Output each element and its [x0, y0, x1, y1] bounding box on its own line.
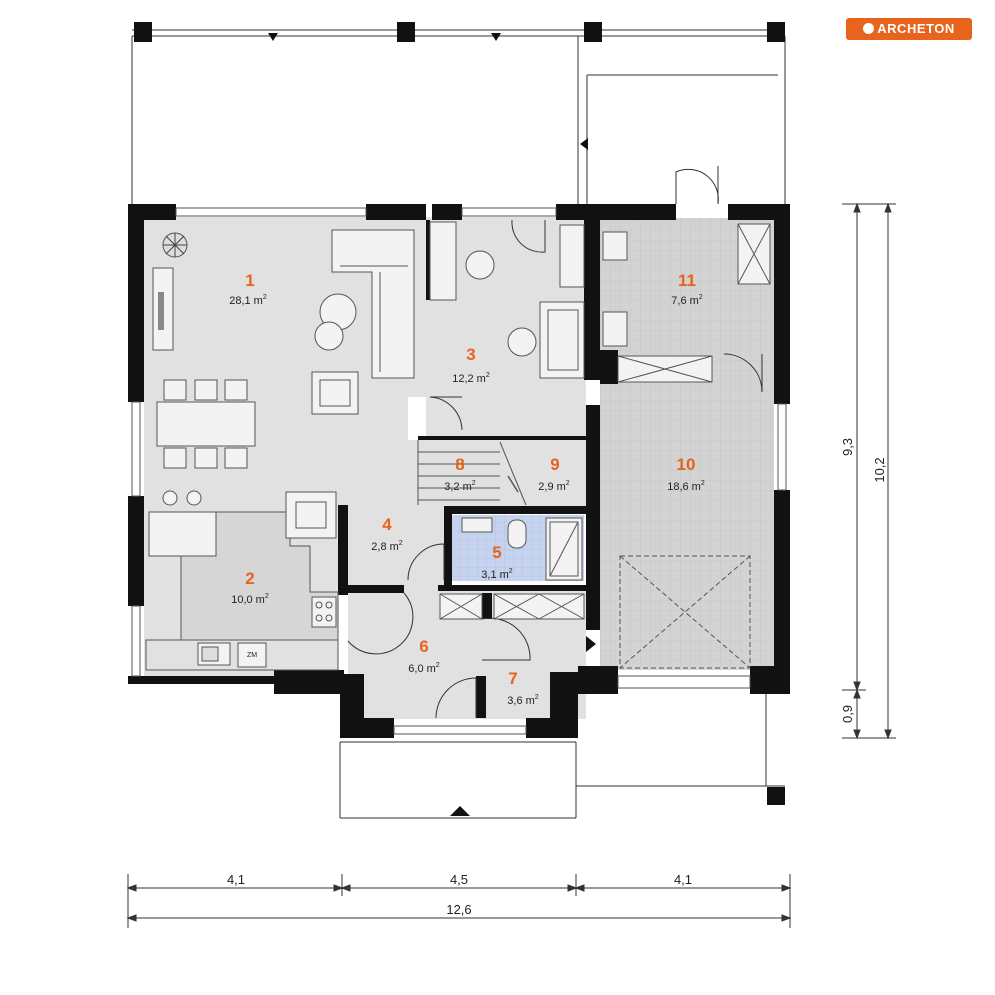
svg-text:10,0 m2: 10,0 m2: [231, 593, 269, 606]
room-2-area-sup: 2: [265, 593, 269, 600]
room-5-area-sup: 2: [509, 568, 513, 575]
windows: [131, 207, 787, 735]
room-6-area: 6,0 m: [408, 663, 436, 675]
dimension-labels: 4,1 4,5 4,1 12,6 9,3 10,2 0,9: [227, 438, 887, 917]
room-8-number: 8: [455, 455, 464, 474]
svg-text:6,0 m2: 6,0 m2: [408, 662, 440, 675]
terrace-pergola: [131, 22, 786, 204]
svg-text:7,6 m2: 7,6 m2: [671, 294, 703, 307]
room-2-area: 10,0 m: [231, 594, 265, 606]
room-8-area-sup: 2: [472, 480, 476, 487]
room-8-area: 3,2 m: [444, 481, 472, 493]
dim-bottom-total: 12,6: [446, 902, 471, 917]
dim-bottom-left: 4,1: [227, 872, 245, 887]
room-1-area-sup: 2: [263, 294, 267, 301]
dim-right-outer: 10,2: [872, 457, 887, 482]
room-6-number: 6: [419, 637, 428, 656]
room-1-number: 1: [245, 271, 254, 290]
room-7-area-sup: 2: [535, 694, 539, 701]
svg-text:12,2 m2: 12,2 m2: [452, 372, 490, 385]
room-7-number: 7: [508, 669, 517, 688]
svg-text:3,6 m2: 3,6 m2: [507, 694, 539, 707]
room-9-number: 9: [550, 455, 559, 474]
room-3-area: 12,2 m: [452, 373, 486, 385]
room-6-area-sup: 2: [436, 662, 440, 669]
walls: [128, 204, 790, 738]
room-1-area: 28,1 m: [229, 295, 263, 307]
room-4-area: 2,8 m: [371, 541, 399, 553]
dim-right-small: 0,9: [840, 705, 855, 723]
svg-text:18,6 m2: 18,6 m2: [667, 480, 705, 493]
room-9-area-sup: 2: [566, 480, 570, 487]
room-11-area: 7,6 m: [671, 295, 699, 307]
room-4-area-sup: 2: [399, 540, 403, 547]
room-3-number: 3: [466, 345, 475, 364]
furniture: [145, 221, 771, 671]
dim-right-inner: 9,3: [840, 438, 855, 456]
room-7-area: 3,6 m: [507, 695, 535, 707]
room-10-area: 18,6 m: [667, 481, 701, 493]
dim-bottom-middle: 4,5: [450, 872, 468, 887]
garage-tiles: [600, 350, 774, 670]
room-10-area-sup: 2: [701, 480, 705, 487]
kitchen-zm-label: ZM: [247, 652, 257, 659]
room-11-number: 11: [678, 271, 696, 290]
floors: [144, 217, 774, 719]
logo-text: ARCHETON: [877, 21, 955, 36]
room-labels: 1 28,1 m2 2 10,0 m2 3 12,2 m2 4 2,8 m2 5…: [229, 271, 705, 707]
archeton-logo: ARCHETON: [846, 18, 972, 40]
svg-text:2,8 m2: 2,8 m2: [371, 540, 403, 553]
room-3-area-sup: 2: [486, 372, 490, 379]
room-2-number: 2: [245, 569, 254, 588]
room-5-area: 3,1 m: [481, 569, 509, 581]
dim-bottom-right: 4,1: [674, 872, 692, 887]
room-10-number: 10: [677, 455, 696, 474]
dimension-lines: [126, 202, 896, 928]
logo-mark-icon: [863, 23, 875, 34]
room-5-number: 5: [492, 543, 501, 562]
svg-text:28,1 m2: 28,1 m2: [229, 294, 267, 307]
room-11-area-sup: 2: [699, 294, 703, 301]
room-4-number: 4: [382, 515, 392, 534]
svg-text:3,2 m2: 3,2 m2: [444, 480, 476, 493]
svg-text:3,1 m2: 3,1 m2: [481, 568, 513, 581]
entry-porch: [339, 694, 785, 819]
svg-text:2,9 m2: 2,9 m2: [538, 480, 570, 493]
room-9-area: 2,9 m: [538, 481, 566, 493]
doors: [347, 166, 763, 719]
